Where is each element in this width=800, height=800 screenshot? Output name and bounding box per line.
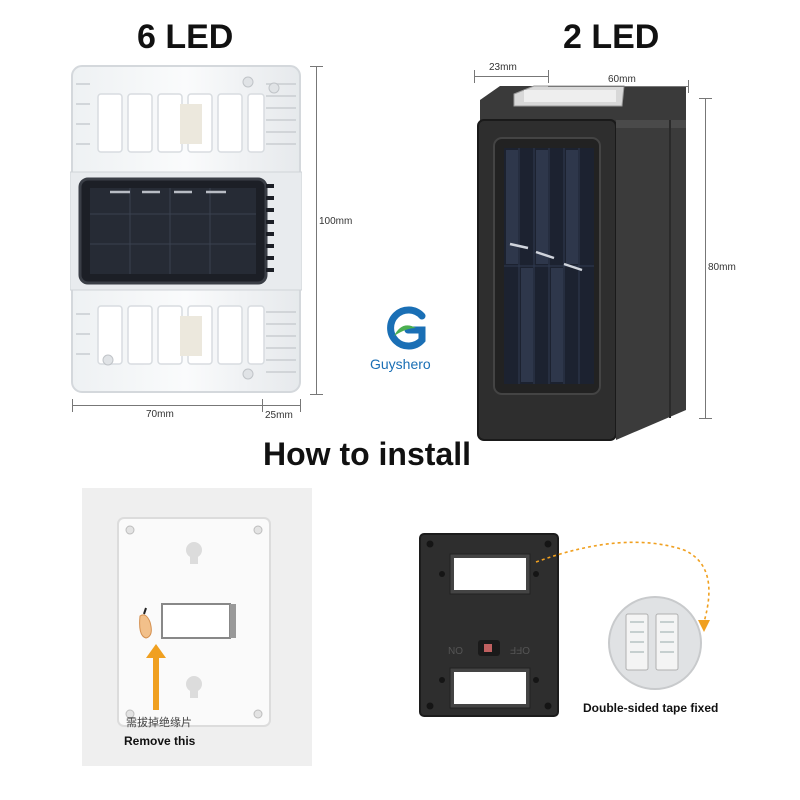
tick [548,70,549,83]
tick [72,399,73,412]
brand-logo-icon [387,306,426,350]
dim-2led-width: 60mm [608,74,636,85]
tape-detail-icon [625,613,679,671]
dim-2led-depth: 23mm [489,62,517,73]
dimline-2led-width [548,86,688,87]
title-2led: 2 LED [563,18,660,56]
switch-off-label: OFF [510,644,530,655]
arrow-up-icon-shape [146,644,166,710]
dimline-6led-width [72,405,262,406]
product-2led-illustration [477,85,686,441]
backplate-black-illustration [419,533,559,717]
guide-arrow [534,536,724,636]
guide-arrow-curve [535,541,710,632]
switch-on-label: ON [448,644,463,655]
title-6led: 6 LED [137,18,234,56]
tape-label: Double-sided tape fixed [583,701,719,715]
dimline-2led-height [705,98,706,418]
backplate-clear [116,516,272,728]
product-6led-illustration [69,65,303,393]
dimline-2led-depth [474,76,548,77]
dimline-6led-height [316,66,317,394]
product-6led [69,64,303,396]
install-heading: How to install [263,436,471,472]
brand-logo [382,306,432,350]
product-2led [474,84,694,444]
arrow-up-icon [146,644,166,710]
tick [699,418,712,419]
dim-6led-depth: 25mm [265,410,293,421]
tick [300,399,301,412]
remove-label: Remove this [124,734,196,748]
tick [310,394,323,395]
dim-2led-height: 80mm [708,262,736,273]
tape-detail [608,596,702,690]
dimline-6led-depth [262,405,300,406]
tick [699,98,712,99]
dim-6led-height: 100mm [319,216,353,227]
backplate-black [418,532,560,718]
brand-name: Guyshero [370,356,431,372]
tick [474,70,475,83]
tick [310,66,323,67]
dim-6led-width: 70mm [146,409,174,420]
chinese-note: 需拔掉绝缘片 [126,717,192,729]
tick [688,80,689,93]
backplate-clear-illustration [117,517,271,727]
